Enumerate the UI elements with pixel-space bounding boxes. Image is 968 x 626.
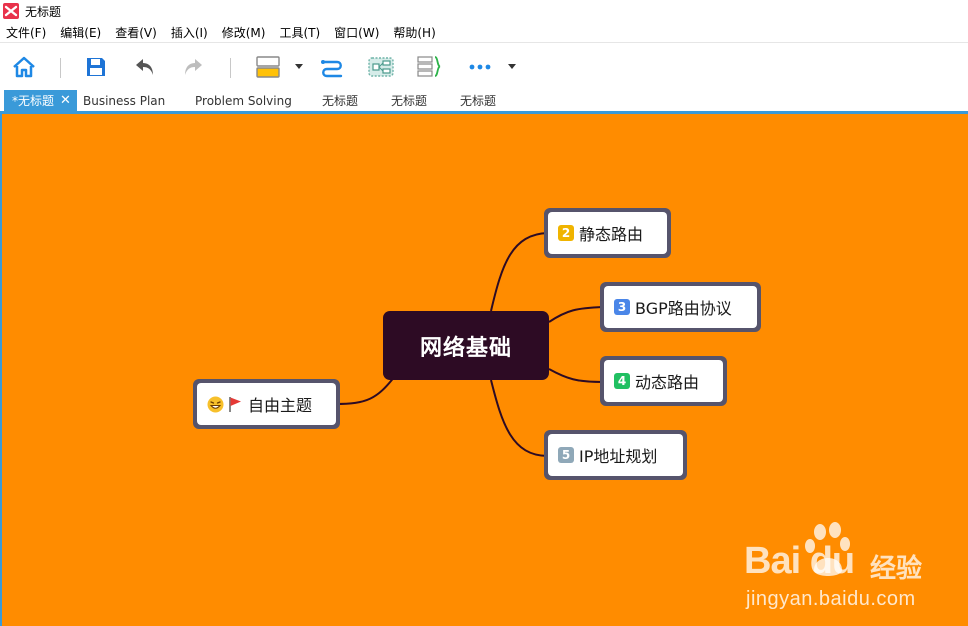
more-button[interactable] [466,52,494,82]
toolbar-separator [60,58,61,78]
priority-badge: 4 [614,373,630,389]
window-title: 无标题 [25,4,62,19]
tab-business-plan[interactable]: Business Plan [83,93,166,108]
topic-bgp-protocol[interactable]: 3 BGP路由协议 [600,282,761,332]
boundary-icon [368,57,394,77]
more-icon [469,64,491,70]
title-bar: 无标题 [0,0,968,22]
menu-file[interactable]: 文件(F) [6,25,47,40]
topic-label: 动态路由 [635,373,700,392]
tab-untitled-active[interactable]: *无标题 ✕ [4,90,77,111]
tab-underline [0,111,968,114]
relationship-button[interactable] [318,52,346,82]
baidu-brand-text: Bai du [744,540,855,582]
grin-emoji-icon [207,396,224,412]
save-icon [87,58,105,76]
topic-dynamic-routing[interactable]: 4 动态路由 [600,356,727,406]
baidu-brand-suffix: 经验 [870,554,923,584]
menu-window[interactable]: 窗口(W) [334,25,380,40]
priority-badge: 3 [614,299,630,315]
home-icon [13,56,35,78]
close-icon[interactable]: ✕ [60,93,71,108]
save-button[interactable] [84,52,108,82]
branch-connectors [334,232,604,457]
topic-static-routing[interactable]: 2 静态路由 [544,208,671,258]
menu-view[interactable]: 查看(V) [115,25,157,40]
layout-icon [256,56,280,78]
baidu-watermark: Bai du 经验 jingyan.baidu.com [742,522,962,622]
menu-edit[interactable]: 编辑(E) [60,25,102,40]
undo-icon [136,59,153,75]
more-dropdown-caret[interactable] [508,64,516,69]
topic-label: BGP路由协议 [635,299,732,318]
menu-modify[interactable]: 修改(M) [221,25,266,40]
redo-icon [185,59,202,75]
topic-ip-planning[interactable]: 5 IP地址规划 [544,430,687,480]
central-topic[interactable]: 网络基础 [383,311,549,380]
mindmap-canvas[interactable]: 网络基础 2 静态路由 3 BGP路由协议 4 动态路由 5 IP地址规划 [0,114,968,626]
layout-button[interactable] [254,52,282,82]
menu-bar: 文件(F) 编辑(E) 查看(V) 插入(I) 修改(M) 工具(T) 窗口(W… [0,22,968,43]
toolbar [0,44,968,90]
baidu-paw-logo-icon [805,522,850,576]
priority-badge: 2 [558,225,574,241]
topic-label: IP地址规划 [579,447,658,466]
boundary-button[interactable] [366,52,396,82]
toolbar-separator [230,58,231,78]
redo-button[interactable] [180,52,206,82]
priority-badge: 5 [558,447,574,463]
floating-topic[interactable]: 自由主题 [193,379,340,429]
tab-problem-solving[interactable]: Problem Solving [195,93,292,108]
home-button[interactable] [10,52,38,82]
relationship-icon [321,60,343,78]
baidu-url-text: jingyan.baidu.com [746,588,916,610]
tab-untitled-2[interactable]: 无标题 [322,94,359,108]
topic-label: 自由主题 [248,396,313,415]
menu-tools[interactable]: 工具(T) [279,25,321,40]
tab-untitled-4[interactable]: 无标题 [460,94,497,108]
summary-button[interactable] [414,52,444,82]
layout-dropdown-caret[interactable] [295,64,303,69]
tab-untitled-3[interactable]: 无标题 [391,94,428,108]
red-flag-icon [229,396,241,412]
menu-help[interactable]: 帮助(H) [393,25,436,40]
summary-icon [417,56,441,77]
menu-insert[interactable]: 插入(I) [170,25,208,40]
topic-label: 静态路由 [579,225,644,244]
xmind-logo-icon [3,3,19,19]
undo-button[interactable] [132,52,158,82]
tab-label: *无标题 [12,94,55,108]
tab-bar: *无标题 ✕ Business Plan Problem Solving 无标题… [0,90,968,111]
